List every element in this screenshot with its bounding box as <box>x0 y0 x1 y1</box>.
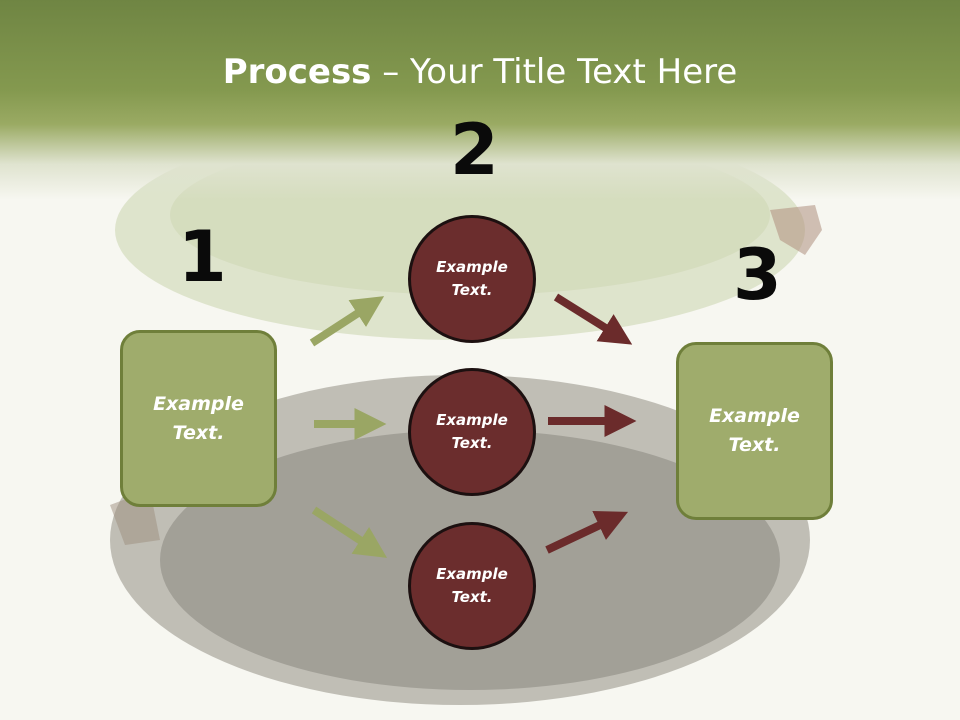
right-box-line1: Example <box>709 405 800 427</box>
circle-bottom-line2: Text. <box>451 588 493 606</box>
arrow-top-to-right <box>553 293 633 345</box>
arrow-left-to-bottom <box>311 506 388 558</box>
left-box-line2: Text. <box>172 421 225 444</box>
step-number-3: 3 <box>733 234 782 316</box>
right-box-line2: Text. <box>728 434 781 456</box>
step-number-1: 1 <box>178 216 227 298</box>
left-box-line1: Example <box>153 392 244 415</box>
header-band <box>0 0 960 200</box>
title-bold: Process <box>222 52 372 92</box>
circle-bottom-line1: Example <box>436 565 508 583</box>
circle-middle-line2: Text. <box>451 434 493 452</box>
title-rest: – Your Title Text Here <box>371 52 738 92</box>
arrow-bottom-to-right <box>545 511 629 554</box>
slide-title: Process – Your Title Text Here <box>0 52 960 92</box>
step-number-2: 2 <box>450 109 499 191</box>
circle-top-line2: Text. <box>451 281 493 299</box>
circle-middle-line1: Example <box>436 411 508 429</box>
circle-top-line1: Example <box>436 258 508 276</box>
arrow-left-to-top <box>309 296 385 347</box>
